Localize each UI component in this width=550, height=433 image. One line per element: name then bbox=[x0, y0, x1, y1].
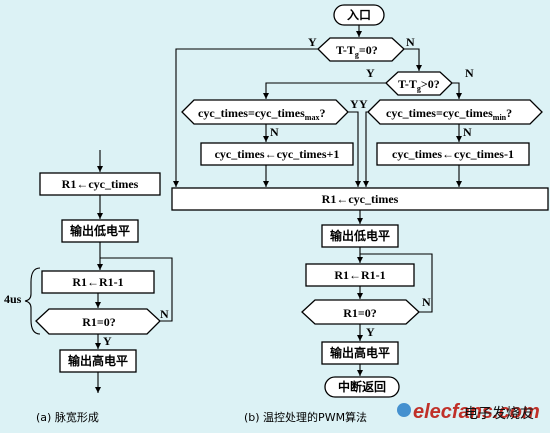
left-dec-r1-text: R1←R1-1 bbox=[72, 275, 123, 289]
left-output-high-text: 输出高电平 bbox=[68, 353, 128, 368]
t-greater-tg-n-label: N bbox=[465, 66, 474, 80]
caption-a: (a) 脉宽形成 bbox=[36, 410, 99, 424]
t-greater-y-path bbox=[263, 82, 386, 99]
left-r1-zero-text: R1=0? bbox=[82, 315, 116, 329]
caption-b: (b) 温控处理的PWM算法 bbox=[244, 410, 367, 424]
assign-r1-bar-text: R1←cyc_times bbox=[322, 192, 399, 206]
right-flowchart: 入口 T-Tg=0? Y N T-Tg>0? Y N cyc_times=cyc… bbox=[171, 4, 549, 424]
return-text: 中断返回 bbox=[338, 379, 386, 394]
return-terminal bbox=[324, 376, 400, 398]
t-equal-n-path-a bbox=[404, 48, 420, 60]
right-output-low-text: 输出低电平 bbox=[330, 228, 390, 243]
decrement-box bbox=[376, 142, 530, 166]
time-brace bbox=[24, 267, 41, 335]
cyc-max-n-label: N bbox=[270, 125, 279, 139]
watermark-logo-icon bbox=[397, 403, 411, 417]
right-loop-y-label: Y bbox=[366, 325, 375, 339]
right-loop-n-label: N bbox=[422, 295, 431, 309]
cyc-min-decision bbox=[367, 99, 543, 125]
t-greater-tg-text: T-Tg>0? bbox=[398, 77, 440, 93]
entry-text: 入口 bbox=[347, 8, 371, 22]
right-output-high-text: 输出高电平 bbox=[330, 345, 390, 360]
right-r1-zero-text: R1=0? bbox=[343, 306, 377, 320]
increment-text: cyc_times←cyc_times+1 bbox=[215, 147, 340, 161]
watermark-chinese: 电子发烧友 bbox=[464, 406, 534, 422]
t-equal-tg-y-label: Y bbox=[308, 35, 317, 49]
decrement-text: cyc_times←cyc_times-1 bbox=[392, 147, 514, 161]
increment-box bbox=[200, 142, 354, 166]
t-greater-n-path bbox=[452, 82, 462, 99]
watermark-brand: elecfans.com bbox=[413, 401, 540, 423]
cyc-min-n-label: N bbox=[463, 125, 472, 139]
watermark: elecfans.com 电子发烧友 bbox=[397, 401, 540, 423]
left-flowchart: R1←cyc_times 输出低电平 R1←R1-1 R1=0? N Y 输出高… bbox=[4, 150, 173, 424]
right-loop-line bbox=[360, 253, 433, 313]
cyc-max-text: cyc_times=cyc_timesmax? bbox=[198, 106, 325, 122]
t-equal-tg-text: T-Tg=0? bbox=[336, 43, 378, 59]
cyc-max-y-label: Y bbox=[350, 97, 359, 111]
left-y-label: Y bbox=[103, 334, 112, 348]
t-equal-y-path bbox=[173, 48, 318, 187]
cyc-min-y-path bbox=[363, 111, 369, 187]
time-label: 4us bbox=[4, 292, 22, 306]
t-equal-tg-n-label: N bbox=[406, 35, 415, 49]
t-greater-tg-y-label: Y bbox=[366, 66, 375, 80]
cyc-min-text: cyc_times=cyc_timesmin? bbox=[386, 106, 512, 122]
left-output-low-text: 输出低电平 bbox=[70, 223, 130, 238]
cyc-min-y-label: Y bbox=[359, 97, 368, 111]
left-loop-line bbox=[100, 257, 173, 322]
left-assign-r1-text: R1←cyc_times bbox=[62, 177, 139, 191]
left-n-label: N bbox=[160, 307, 169, 321]
right-dec-r1-text: R1←R1-1 bbox=[334, 268, 385, 282]
cyc-max-y-path bbox=[348, 111, 361, 187]
